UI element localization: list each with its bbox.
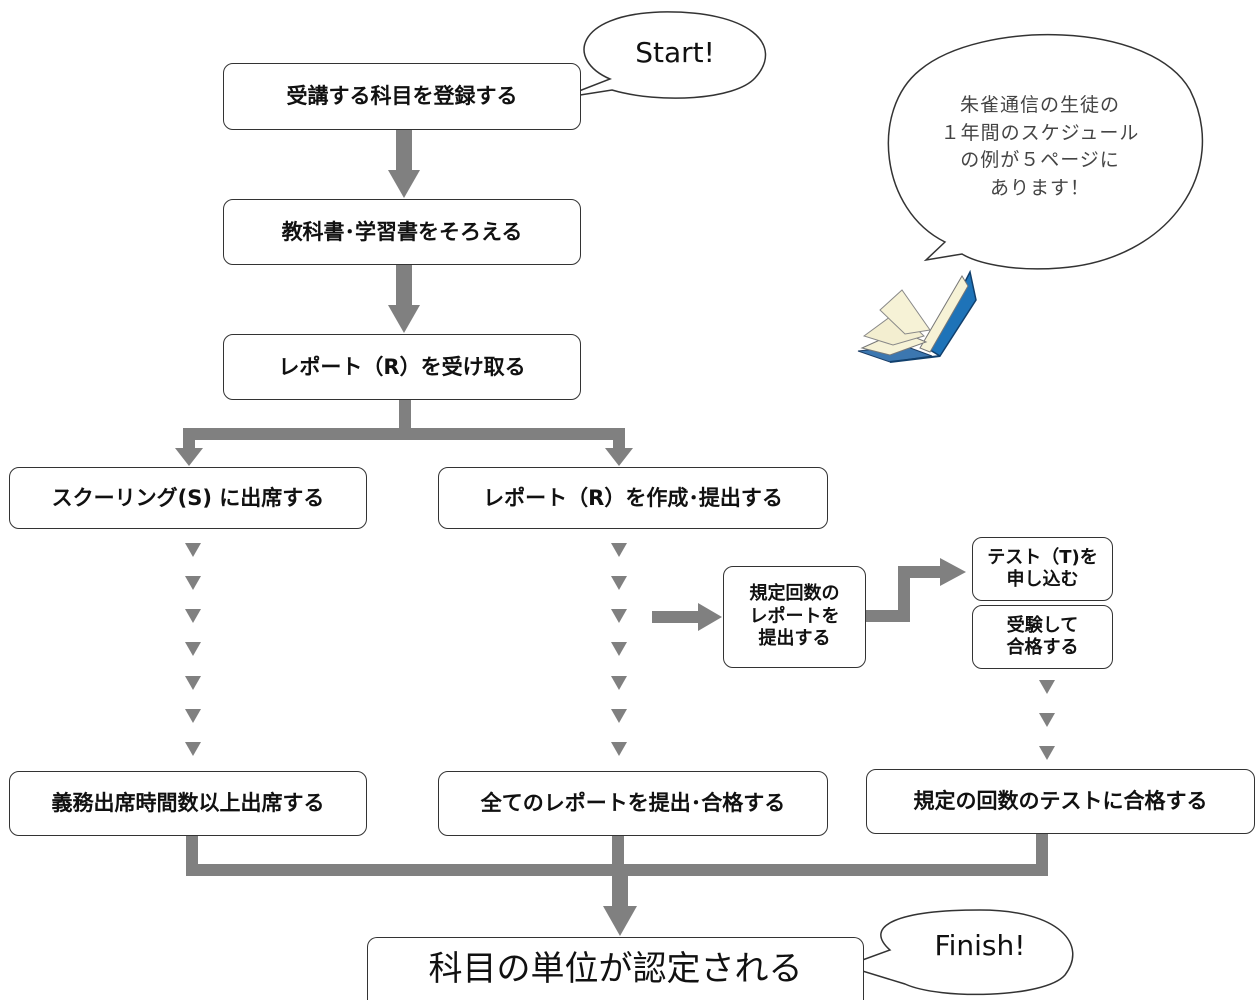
textbooks-label: 教科書･学習書をそろえる	[281, 219, 523, 244]
pass-exam-line-1: 受験して	[1006, 614, 1079, 636]
note-line-3: の例が５ページに	[960, 149, 1120, 172]
split-left-drop	[183, 428, 195, 450]
receive-report-label: レポート（R）を受け取る	[278, 354, 526, 379]
zigzag-low	[866, 610, 908, 622]
register-step: 受講する科目を登録する	[223, 63, 581, 130]
arrow-head	[940, 558, 966, 586]
pass-tests-label: 規定の回数のテストに合格する	[913, 789, 1208, 814]
start-bubble	[560, 11, 767, 99]
arrow-head	[388, 170, 420, 198]
create-report-label: レポート（R）を作成･提出する	[483, 485, 783, 510]
pass-exam-step: 受験して 合格する	[972, 605, 1113, 669]
arrow-head	[388, 305, 420, 333]
arrow-shaft	[396, 265, 412, 307]
start-label: Start!	[635, 36, 715, 69]
finish-label: Finish!	[934, 929, 1026, 962]
arrow-shaft	[396, 130, 412, 172]
apply-test-step: テスト（T)を 申し込む	[972, 537, 1113, 601]
book-icon	[857, 269, 977, 363]
arrow-head	[603, 906, 637, 936]
middle-dotted-arrows	[611, 543, 627, 756]
note-line-4: あります！	[989, 176, 1090, 199]
attend-hours-step: 義務出席時間数以上出席する	[9, 771, 367, 836]
apply-test-line-1: テスト（T)を	[987, 546, 1098, 568]
right-dotted-arrows	[1039, 680, 1055, 760]
credit-step: 科目の単位が認定される	[367, 937, 864, 1000]
submit-required-step: 規定回数の レポートを 提出する	[723, 566, 866, 668]
split-stem	[399, 400, 411, 430]
register-label: 受講する科目を登録する	[286, 84, 518, 109]
arrow-head	[175, 448, 203, 466]
attend-schooling-label: スクーリング(S) に出席する	[51, 485, 325, 510]
zigzag-rise	[898, 566, 910, 622]
note-bubble	[887, 33, 1204, 270]
receive-report-step: レポート（R）を受け取る	[223, 334, 581, 400]
arrow-head	[698, 603, 722, 631]
schedule-note: 朱雀通信の生徒の １年間のスケジュール の例が５ページに あります！	[920, 92, 1160, 202]
finish-bubble	[843, 909, 1074, 996]
merge-stem	[612, 864, 628, 910]
credit-label: 科目の単位が認定される	[428, 948, 803, 989]
arrow-shaft	[652, 611, 700, 623]
all-reports-step: 全てのレポートを提出･合格する	[438, 771, 828, 836]
textbooks-step: 教科書･学習書をそろえる	[223, 199, 581, 265]
attend-hours-label: 義務出席時間数以上出席する	[51, 791, 325, 816]
submit-required-line-3: 提出する	[758, 628, 831, 650]
left-dotted-arrows	[185, 543, 201, 756]
create-report-step: レポート（R）を作成･提出する	[438, 467, 828, 529]
split-bar	[183, 428, 625, 440]
all-reports-label: 全てのレポートを提出･合格する	[480, 791, 786, 816]
note-line-1: 朱雀通信の生徒の	[959, 94, 1120, 116]
split-right-drop	[613, 428, 625, 450]
attend-schooling-step: スクーリング(S) に出席する	[9, 467, 367, 529]
submit-required-line-1: 規定回数の	[749, 583, 840, 605]
apply-test-line-2: 申し込む	[1006, 569, 1079, 590]
pass-exam-line-2: 合格する	[1006, 637, 1079, 658]
arrow-head	[605, 448, 633, 466]
note-line-2: １年間のスケジュール	[940, 121, 1140, 144]
submit-required-line-2: レポートを	[749, 605, 840, 627]
pass-tests-step: 規定の回数のテストに合格する	[866, 769, 1255, 834]
zigzag-high	[898, 566, 944, 578]
